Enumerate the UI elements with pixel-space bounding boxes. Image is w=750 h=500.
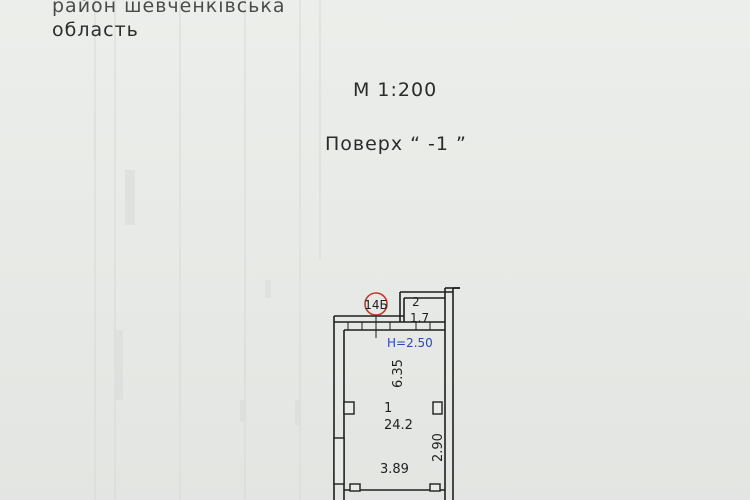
marker-label: 14Б: [364, 298, 388, 312]
header-region-text: район шевченківська область: [52, 0, 285, 42]
section-marker: 14Б: [364, 292, 388, 322]
floor-plan-drawing: 14Б 2 1.7 Н=2.50 6.35 1 24.2 2.90 3.89: [333, 287, 460, 500]
room-1-number: 1: [384, 401, 392, 416]
room-1-side-dimension: 2.90: [431, 433, 446, 462]
room-1-length: 6.35: [391, 359, 406, 388]
room-2-area: 1.7: [410, 311, 429, 325]
header-line-2: область: [52, 19, 139, 41]
floor-label: Поверх “ -1 ”: [325, 133, 467, 155]
room-1-width: 3.89: [380, 462, 409, 477]
scale-label: М 1:200: [353, 79, 438, 101]
header-line-1: район шевченківська: [52, 0, 286, 17]
room-1-area: 24.2: [384, 418, 413, 433]
wall-hatch: [347, 322, 431, 330]
room-2-number: 2: [412, 295, 420, 309]
height-label: Н=2.50: [387, 336, 433, 350]
room-2-walls: [399, 287, 460, 322]
wall-openings: [333, 401, 443, 492]
floor-plan: 14Б 2 1.7 Н=2.50 6.35 1 24.2 2.90 3.89: [320, 278, 480, 500]
